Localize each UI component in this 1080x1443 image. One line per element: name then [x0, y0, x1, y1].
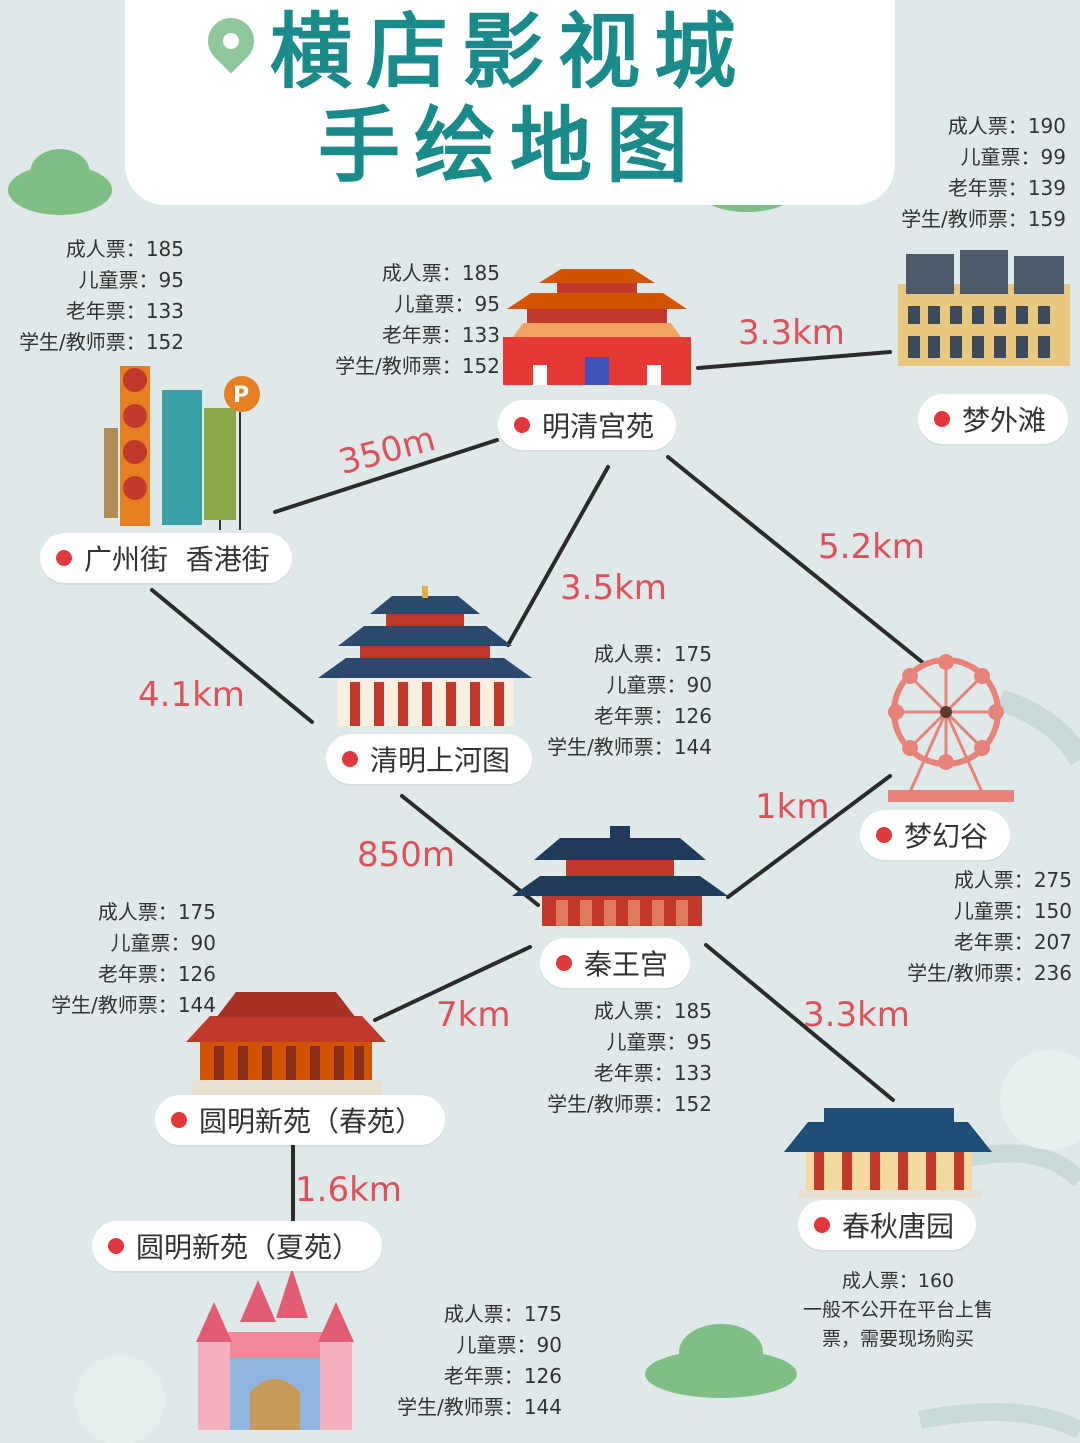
route-line: [696, 350, 892, 370]
route-line: [506, 465, 610, 647]
attraction-label-qinwang[interactable]: 秦王宫: [540, 938, 691, 988]
temple-icon: [784, 1108, 992, 1198]
attraction-name: 明清宫苑: [542, 410, 655, 443]
distance-label: 1.6km: [295, 1170, 402, 1210]
bush-icon: [645, 1324, 797, 1398]
price-block-guangzhou: 成人票：185 儿童票：95 老年票：133 学生/教师票：152: [19, 237, 184, 354]
distance-label: 850m: [357, 835, 456, 875]
location-dot-icon: [514, 417, 530, 433]
route-line: [726, 774, 892, 899]
attraction-name: 广州街 香港街: [84, 543, 270, 576]
route-line: [400, 794, 540, 907]
attraction-label-mingqing[interactable]: 明清宫苑: [498, 400, 677, 450]
attraction-label-qingming[interactable]: 清明上河图: [326, 734, 533, 784]
route-line: [666, 455, 924, 664]
castle-icon: [196, 1268, 354, 1430]
bush-icon: [8, 149, 112, 215]
route-line: [373, 945, 532, 1022]
price-block-mengwaitan: 成人票：190 儿童票：99 老年票：139 学生/教师票：159: [901, 114, 1066, 231]
attraction-name: 春秋唐园: [842, 1210, 955, 1243]
location-dot-icon: [934, 411, 950, 427]
attraction-name: 梦外滩: [962, 404, 1047, 437]
palace-icon: [503, 269, 691, 385]
location-dot-icon: [556, 955, 572, 971]
attraction-label-guangzhou[interactable]: 广州街 香港街: [40, 533, 292, 583]
attraction-label-menghuangu[interactable]: 梦幻谷: [860, 810, 1011, 860]
distance-label: 3.5km: [560, 568, 667, 608]
location-dot-icon: [56, 550, 72, 566]
palace-icon: [512, 826, 728, 926]
distance-label: 1km: [755, 787, 830, 827]
price-block-qingming: 成人票：175 儿童票：90 老年票：126 学生/教师票：144: [547, 642, 712, 759]
price-block-chunyuan: 成人票：175 儿童票：90 老年票：126 学生/教师票：144: [51, 900, 216, 1017]
attraction-name: 秦王宫: [584, 948, 669, 981]
title-line-1: 横店影视城: [269, 5, 750, 100]
ferris-wheel-icon: [888, 654, 1014, 802]
attraction-label-xiayuan[interactable]: 圆明新苑（夏苑）: [92, 1221, 383, 1271]
route-line: [273, 438, 499, 514]
svg-text:P: P: [233, 383, 249, 408]
bund-buildings-icon: [898, 250, 1070, 366]
price-block-chunqiu: 成人票：160 一般不公开在平台上售票，需要现场购买: [788, 1267, 1008, 1354]
distance-label: 3.3km: [738, 313, 845, 353]
distance-label: 4.1km: [138, 675, 245, 715]
attraction-name: 清明上河图: [370, 744, 511, 777]
attraction-label-mengwaitan[interactable]: 梦外滩: [918, 394, 1069, 444]
pavilion-icon: [318, 586, 532, 726]
palace-icon: [186, 992, 386, 1098]
location-dot-icon: [171, 1112, 187, 1128]
title-line-2: 手绘地图: [317, 99, 702, 194]
route-line: [150, 588, 314, 724]
attraction-name: 圆明新苑（春苑）: [199, 1105, 424, 1138]
street-signs-icon: P: [104, 366, 260, 530]
price-block-xiayuan: 成人票：175 儿童票：90 老年票：126 学生/教师票：144: [397, 1302, 562, 1419]
distance-label: 5.2km: [818, 527, 925, 567]
route-line: [704, 943, 895, 1102]
chunqiu-note: 一般不公开在平台上售票，需要现场购买: [802, 1299, 993, 1350]
attraction-name: 圆明新苑（夏苑）: [136, 1231, 361, 1264]
attraction-label-chunyuan[interactable]: 圆明新苑（春苑）: [155, 1095, 446, 1145]
location-dot-icon: [108, 1238, 124, 1254]
location-dot-icon: [876, 827, 892, 843]
attraction-label-chunqiu[interactable]: 春秋唐园: [798, 1200, 977, 1250]
location-dot-icon: [342, 751, 358, 767]
distance-label: 3.3km: [803, 995, 910, 1035]
price-block-qinwang: 成人票：185 儿童票：95 老年票：133 学生/教师票：152: [547, 999, 712, 1116]
location-dot-icon: [814, 1217, 830, 1233]
price-block-mingqing: 成人票：185 儿童票：95 老年票：133 学生/教师票：152: [335, 261, 500, 378]
price-block-menghuangu: 成人票：275 儿童票：150 老年票：207 学生/教师票：236: [907, 868, 1072, 985]
attraction-name: 梦幻谷: [904, 820, 989, 853]
distance-label: 7km: [436, 995, 511, 1035]
